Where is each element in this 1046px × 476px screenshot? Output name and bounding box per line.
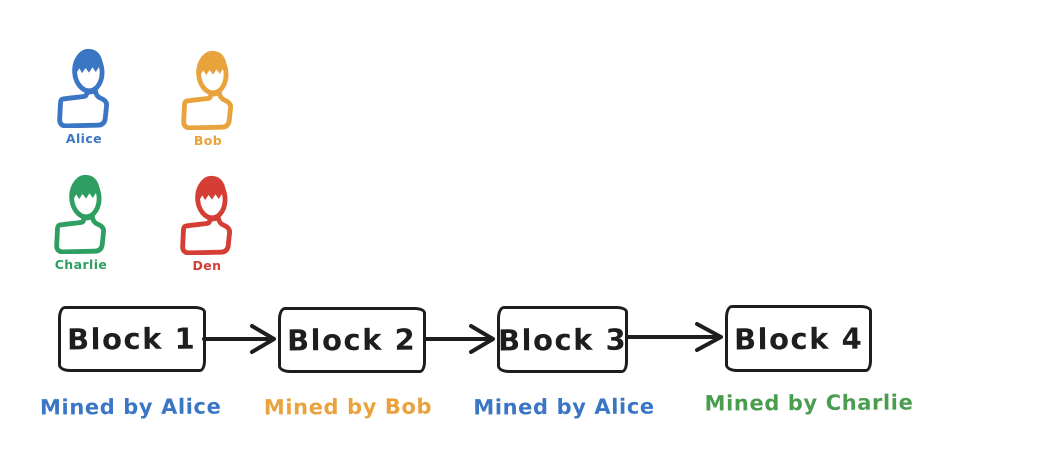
person-bust-icon <box>53 45 115 128</box>
miner-caption-block-4: Mined by Charlie <box>704 390 914 416</box>
miner-caption-block-2: Mined by Bob <box>263 394 433 420</box>
person-bust-icon <box>177 47 239 130</box>
block-1: Block 1 <box>58 306 206 372</box>
user-name-label: Bob <box>193 133 223 148</box>
block-label: Block 4 <box>733 321 864 356</box>
arrow-right-icon <box>625 322 723 352</box>
user-avatar-den: Den <box>165 172 249 273</box>
user-name-label: Charlie <box>54 257 108 272</box>
person-bust-icon <box>176 172 238 255</box>
person-bust-icon <box>50 171 112 254</box>
user-avatar-alice: Alice <box>42 45 126 146</box>
user-avatar-bob: Bob <box>166 47 250 148</box>
block-2: Block 2 <box>278 307 426 373</box>
miner-caption-block-1: Mined by Alice <box>39 394 222 420</box>
block-label: Block 2 <box>287 322 417 358</box>
block-4: Block 4 <box>725 305 872 372</box>
arrow-right-icon <box>202 324 276 354</box>
block-3: Block 3 <box>497 306 628 373</box>
block-label: Block 3 <box>497 322 628 357</box>
user-name-label: Den <box>192 258 222 273</box>
block-label: Block 1 <box>67 321 197 357</box>
user-avatar-charlie: Charlie <box>39 171 123 272</box>
arrow-right-icon <box>423 324 495 354</box>
miner-caption-block-3: Mined by Alice <box>473 394 655 420</box>
user-name-label: Alice <box>65 131 103 146</box>
